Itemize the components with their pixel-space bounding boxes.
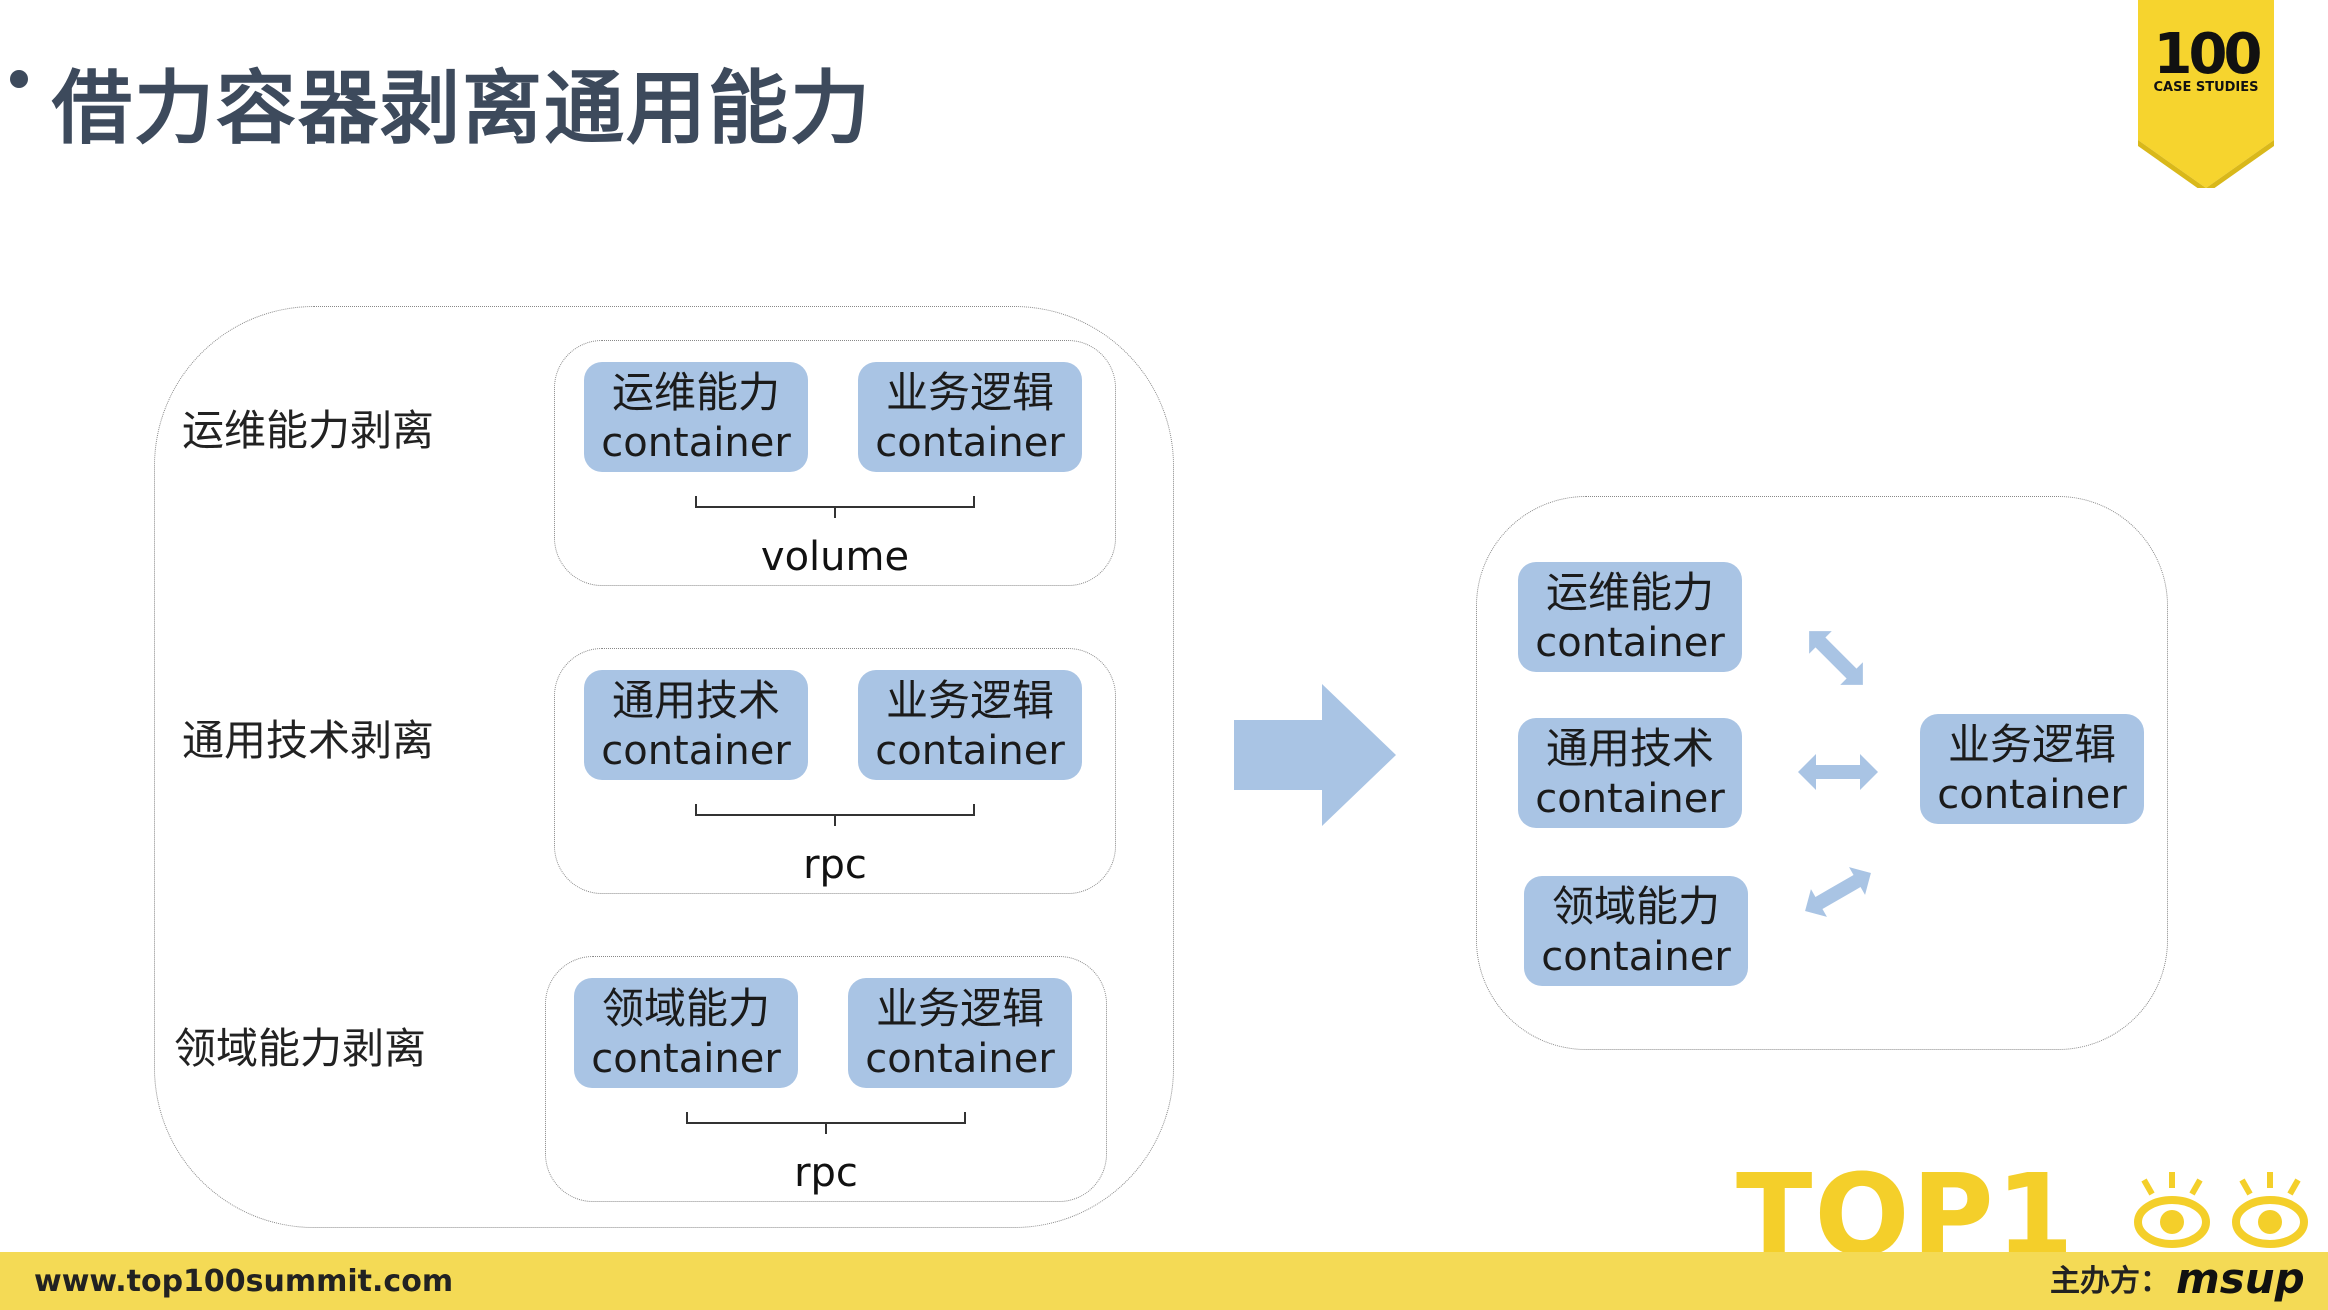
chip-title: 运维能力 [1545,568,1714,617]
chip-subtitle: container [865,1036,1055,1082]
badge-subtitle: CASE STUDIES [2153,80,2259,95]
chip-subtitle: container [875,420,1065,466]
row2-connector-label: rpc [803,842,867,888]
footer-bar [0,1252,2328,1310]
domain-container-chip: 领域能力 container [1524,876,1748,986]
slide-title: 借力容器剥离通用能力 [52,62,872,155]
row-label-tech: 通用技术剥离 [182,716,435,765]
chip-title: 运维能力 [611,368,780,417]
case-studies-badge [2138,0,2274,188]
bidirectional-arrow-icon [1805,867,1871,917]
chip-subtitle: container [1535,776,1725,822]
chip-subtitle: container [875,728,1065,774]
sponsor-label: 主办方： [2050,1264,2170,1299]
row2-group-frame [554,648,1116,894]
chip-title: 业务逻辑 [875,984,1044,1033]
chip-title: 业务逻辑 [1947,720,2116,769]
row1-bracket [695,496,975,508]
row3-connector-label: rpc [794,1150,858,1196]
business-container-chip: 业务逻辑 container [858,362,1082,472]
row1-group-frame [554,340,1116,586]
row3-bracket-tick [825,1124,827,1134]
bidirectional-arrow-icon [1798,754,1878,790]
business-container-chip: 业务逻辑 container [848,978,1072,1088]
tech-container-chip: 通用技术 container [584,670,808,780]
chip-subtitle: container [1541,934,1731,980]
title-bullet [10,70,28,88]
footer-url-link[interactable]: www.top100summit.com [34,1264,454,1299]
row3-bracket [686,1112,966,1124]
domain-container-chip: 领域能力 container [574,978,798,1088]
business-container-chip: 业务逻辑 container [1920,714,2144,824]
chip-title: 业务逻辑 [885,676,1054,725]
left-panel-frame [154,306,1174,1228]
chip-title: 业务逻辑 [885,368,1054,417]
chip-title: 通用技术 [611,676,780,725]
chip-subtitle: container [601,420,791,466]
eyes-logo-icon [2134,1172,2308,1248]
chip-subtitle: container [591,1036,781,1082]
chip-title: 通用技术 [1545,724,1714,773]
chip-title: 领域能力 [1551,882,1720,931]
row2-bracket-tick [834,816,836,826]
ops-container-chip: 运维能力 container [1518,562,1742,672]
chip-subtitle: container [1937,772,2127,818]
business-container-chip: 业务逻辑 container [858,670,1082,780]
right-panel-frame [1476,496,2168,1050]
ops-container-chip: 运维能力 container [584,362,808,472]
transition-arrow-icon [1234,684,1396,826]
row-label-domain: 领域能力剥离 [174,1024,427,1073]
tech-container-chip: 通用技术 container [1518,718,1742,828]
row2-bracket [695,804,975,816]
chip-title: 领域能力 [601,984,770,1033]
row1-bracket-tick [834,508,836,518]
row-label-ops: 运维能力剥离 [182,406,435,455]
row3-group-frame [545,956,1107,1202]
chip-subtitle: container [601,728,791,774]
msup-logo: msup [2176,1254,2305,1303]
bidirectional-arrow-icon [1809,631,1863,685]
row1-connector-label: volume [760,534,910,580]
badge-number: 100 [2153,22,2263,87]
chip-subtitle: container [1535,620,1725,666]
top100-logo: TOP1 [1736,1151,2076,1281]
